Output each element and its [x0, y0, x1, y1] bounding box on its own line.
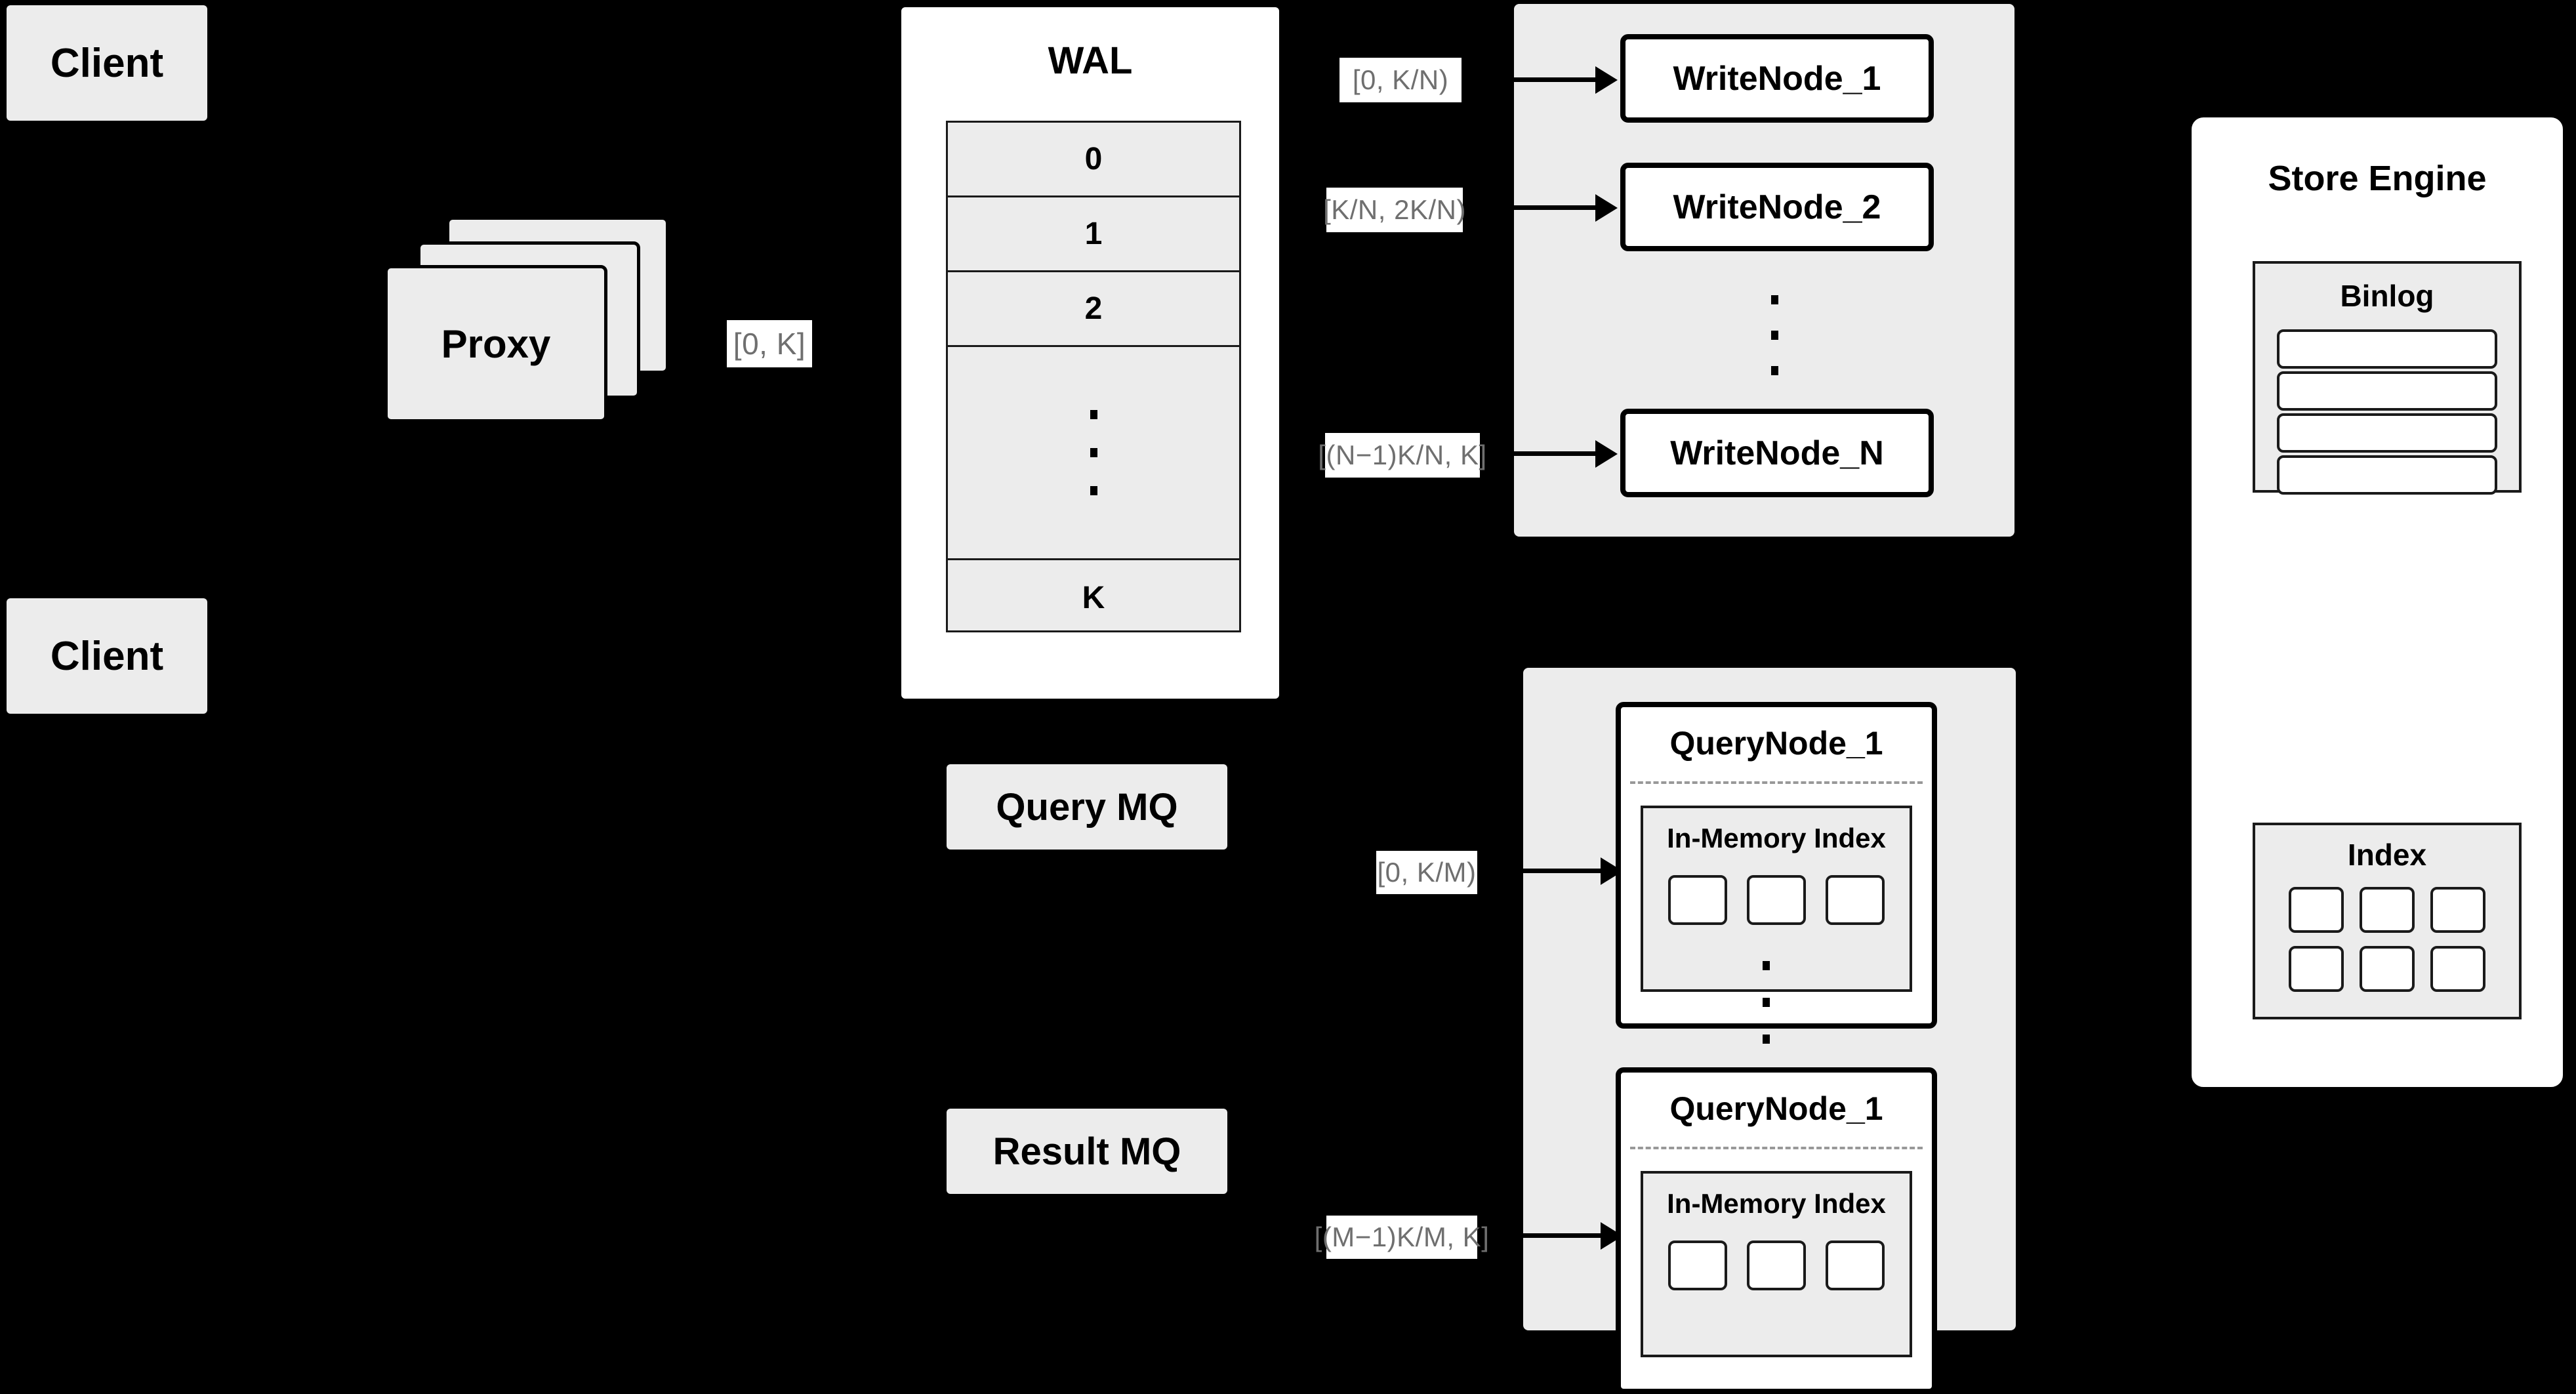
query-node-m-divider: [1630, 1147, 1923, 1149]
index-chip[interactable]: [2360, 887, 2415, 933]
index-chip[interactable]: [2289, 887, 2344, 933]
write-node-1-connector-line: [1514, 77, 1599, 82]
result-mq-label: Result MQ: [992, 1130, 1181, 1173]
query-node-m-in-memory-index: In-Memory Index: [1641, 1171, 1912, 1357]
query-node-1-title: QueryNode_1: [1669, 725, 1883, 762]
write-node-1-arrowhead-icon: [1595, 66, 1618, 94]
query-node-m-index-chip[interactable]: [1747, 1240, 1806, 1290]
write-node-n-connector-line: [1514, 451, 1599, 456]
query-node-1-range-text: [0, K/M): [1377, 857, 1477, 888]
query-node-m-connector-line: [1523, 1233, 1603, 1238]
wal-row-0[interactable]: 0: [948, 123, 1239, 197]
write-node-2-range-text: [K/N, 2K/N): [1323, 194, 1466, 225]
write-node-2-arrowhead-icon: [1595, 194, 1618, 222]
client-node-1-label: Client: [50, 40, 164, 86]
query-node-m-range-label: [(M−1)K/M, K]: [1315, 1216, 1489, 1259]
wal-ellipsis-icon: [1090, 396, 1097, 510]
store-engine-title: Store Engine: [2268, 159, 2487, 198]
index-chip[interactable]: [2360, 946, 2415, 992]
query-node-1-index-chip[interactable]: [1826, 875, 1885, 925]
wal-row-1-label: 1: [1084, 216, 1103, 251]
wal-title: WAL: [1048, 39, 1133, 82]
store-engine-panel: Store Engine Binlog Index: [2188, 113, 2567, 1091]
wal-row-0-label: 0: [1084, 142, 1103, 176]
binlog-title: Binlog: [2340, 279, 2434, 313]
proxy-to-wal-range-label: [0, K]: [727, 320, 812, 367]
query-node-1-in-memory-index: In-Memory Index: [1641, 806, 1912, 992]
write-cluster-ellipsis-icon: [1771, 282, 1778, 388]
write-node-n-range-label: [(N−1)K/N, K]: [1318, 433, 1486, 478]
client-node-2-label: Client: [50, 633, 164, 679]
query-node-1-divider: [1630, 781, 1923, 784]
query-node-m-index-chip[interactable]: [1668, 1240, 1727, 1290]
index-chip[interactable]: [2430, 946, 2485, 992]
query-node-1-connector-line: [1523, 869, 1603, 873]
query-mq-node[interactable]: Query MQ: [947, 764, 1227, 850]
write-node-2-connector-line: [1514, 205, 1599, 210]
write-node-1-range-label: [0, K/N): [1339, 58, 1462, 102]
index-chip[interactable]: [2289, 946, 2344, 992]
write-node-2-label: WriteNode_2: [1673, 188, 1881, 226]
query-node-m[interactable]: QueryNode_1 In-Memory Index: [1616, 1067, 1937, 1394]
proxy-to-wal-range-text: [0, K]: [733, 327, 806, 361]
query-node-1-index-title: In-Memory Index: [1667, 823, 1886, 853]
write-node-2[interactable]: WriteNode_2: [1620, 163, 1934, 251]
query-node-m-index-chip[interactable]: [1826, 1240, 1885, 1290]
query-mq-label: Query MQ: [996, 785, 1178, 829]
query-node-m-title: QueryNode_1: [1669, 1090, 1883, 1127]
write-node-n[interactable]: WriteNode_N: [1620, 409, 1934, 497]
query-cluster-ellipsis-icon: [1763, 947, 1770, 1057]
wal-row-ellipsis: [948, 347, 1239, 560]
query-node-m-range-text: [(M−1)K/M, K]: [1314, 1221, 1490, 1252]
query-node-m-index-title: In-Memory Index: [1667, 1188, 1886, 1219]
proxy-node[interactable]: Proxy: [384, 265, 607, 422]
query-node-1-index-chip[interactable]: [1668, 875, 1727, 925]
index-box: Index: [2253, 823, 2522, 1019]
wal-row-k-label: K: [1082, 580, 1105, 615]
binlog-entry-bar[interactable]: [2277, 413, 2497, 453]
wal-row-1[interactable]: 1: [948, 197, 1239, 272]
write-node-n-label: WriteNode_N: [1670, 434, 1884, 472]
binlog-entry-bar[interactable]: [2277, 455, 2497, 495]
binlog-box: Binlog: [2253, 261, 2522, 495]
client-node-1[interactable]: Client: [7, 5, 207, 121]
wal-table: 0 1 2 K: [946, 121, 1241, 632]
write-node-2-range-label: [K/N, 2K/N): [1323, 188, 1466, 232]
wal-row-k[interactable]: K: [948, 560, 1239, 635]
query-node-1[interactable]: QueryNode_1 In-Memory Index: [1616, 702, 1937, 1029]
wal-panel: WAL 0 1 2 K: [897, 3, 1283, 703]
index-title: Index: [2347, 838, 2427, 872]
wal-row-2-label: 2: [1084, 291, 1103, 326]
proxy-label: Proxy: [441, 321, 551, 366]
binlog-entry-bar[interactable]: [2277, 371, 2497, 411]
wal-row-2[interactable]: 2: [948, 272, 1239, 347]
query-node-1-range-label: [0, K/M): [1376, 851, 1477, 894]
result-mq-node[interactable]: Result MQ: [947, 1109, 1227, 1194]
client-node-2[interactable]: Client: [7, 598, 207, 714]
query-node-1-index-chip[interactable]: [1747, 875, 1806, 925]
write-node-1[interactable]: WriteNode_1: [1620, 34, 1934, 123]
binlog-entry-bar[interactable]: [2277, 329, 2497, 369]
write-node-1-label: WriteNode_1: [1673, 59, 1881, 98]
index-chip[interactable]: [2430, 887, 2485, 933]
write-node-1-range-text: [0, K/N): [1352, 64, 1449, 95]
write-node-n-range-text: [(N−1)K/N, K]: [1318, 440, 1487, 470]
write-node-n-arrowhead-icon: [1595, 440, 1618, 468]
